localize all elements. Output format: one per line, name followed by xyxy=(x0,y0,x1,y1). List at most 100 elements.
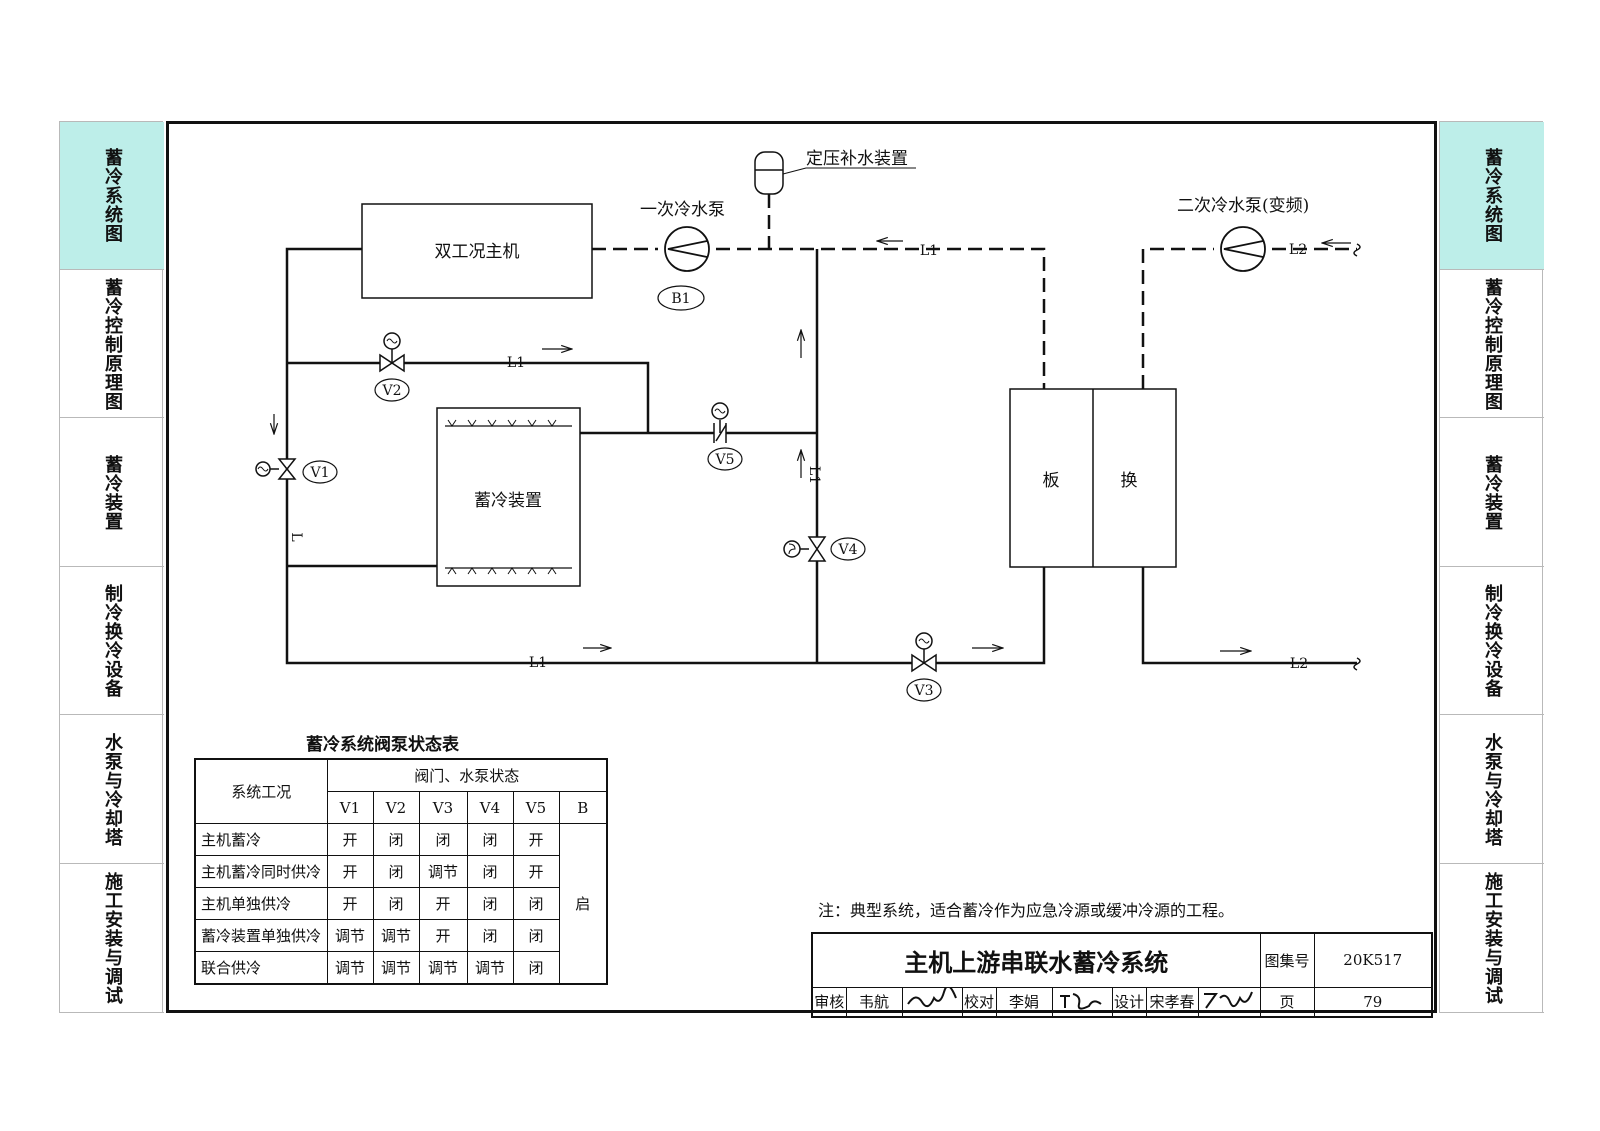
valve-v1-tag: V1 xyxy=(309,465,329,481)
line-label-l1-bottom: L1 xyxy=(529,655,547,671)
side-tab-4[interactable]: 制冷换冷设备 xyxy=(60,568,164,715)
line-label-l2-top: L2 xyxy=(1289,242,1307,258)
pressure-device-label: 定压补水装置 xyxy=(806,149,908,169)
side-tab-3[interactable]: 蓄冷装置 xyxy=(60,419,164,567)
side-tab-label: 蓄冷装置 xyxy=(102,454,123,531)
designer-signature xyxy=(1197,986,1261,1017)
state-cell: 闭 xyxy=(512,951,560,985)
col-header: V1 xyxy=(326,791,374,824)
secondary-pump-label: 二次冷水泵(变频) xyxy=(1177,196,1309,216)
atlas-number: 20K517 xyxy=(1313,932,1433,988)
state-cell: 闭 xyxy=(466,823,514,856)
side-tab-label: 蓄冷系统图 xyxy=(102,148,123,243)
side-tab-label: 水泵与冷却塔 xyxy=(1482,732,1503,847)
valve-v2-tag: V2 xyxy=(381,383,401,399)
state-cell: 闭 xyxy=(466,855,514,888)
primary-pump-label: 一次冷水泵 xyxy=(640,200,725,220)
side-tab-1[interactable]: 蓄冷系统图 xyxy=(1440,122,1544,270)
side-tab-5[interactable]: 水泵与冷却塔 xyxy=(1440,716,1544,864)
designer-name: 宋孝春 xyxy=(1145,986,1199,1017)
secondary-pump-icon xyxy=(1220,226,1266,272)
state-cell: 闭 xyxy=(372,823,420,856)
state-cell: 闭 xyxy=(466,887,514,920)
col-header: B xyxy=(558,791,608,824)
main-unit-box xyxy=(361,203,593,299)
state-table-title: 蓄冷系统阀泵状态表 xyxy=(306,735,459,755)
state-cell: 调节 xyxy=(372,951,420,985)
table-row: 主机单独供冷开闭开闭闭 xyxy=(194,887,607,920)
side-tab-4[interactable]: 制冷换冷设备 xyxy=(1440,568,1544,715)
state-cell: 闭 xyxy=(466,919,514,952)
checker-name: 李娟 xyxy=(995,986,1053,1017)
line-label-l2-bottom: L2 xyxy=(1290,656,1308,672)
checker-signature xyxy=(1051,986,1113,1017)
side-tab-6[interactable]: 施工安装与调试 xyxy=(60,865,164,1013)
table-row: 主机蓄冷同时供冷开闭调节闭开 xyxy=(194,855,607,888)
side-tab-3[interactable]: 蓄冷装置 xyxy=(1440,419,1544,567)
line-label-l1-vertical: L1 xyxy=(806,466,822,484)
row-mode: 蓄冷装置单独供冷 xyxy=(194,919,328,952)
state-cell: 闭 xyxy=(512,887,560,920)
state-cell: 开 xyxy=(418,887,468,920)
side-tab-6[interactable]: 施工安装与调试 xyxy=(1440,865,1544,1013)
check-label: 校对 xyxy=(961,986,997,1017)
side-tab-label: 施工安装与调试 xyxy=(102,872,123,1005)
state-cell: 调节 xyxy=(418,951,468,985)
state-cell: 开 xyxy=(512,855,560,888)
state-cell: 闭 xyxy=(418,823,468,856)
side-tab-2[interactable]: 蓄冷控制原理图 xyxy=(60,271,164,418)
side-tab-1[interactable]: 蓄冷系统图 xyxy=(60,122,164,270)
state-cell: 闭 xyxy=(512,919,560,952)
drawing-title: 主机上游串联水蓄冷系统 xyxy=(811,932,1261,988)
valve-v4-icon xyxy=(783,536,827,562)
row-mode: 主机蓄冷 xyxy=(194,823,328,856)
tank-diffuser-marks xyxy=(447,419,557,575)
state-cell: 调节 xyxy=(326,919,374,952)
state-cell: 闭 xyxy=(372,887,420,920)
state-cell: 调节 xyxy=(418,855,468,888)
hx-right-label: 换 xyxy=(1121,471,1138,491)
page-label: 页 xyxy=(1259,986,1315,1017)
state-cell: 调节 xyxy=(466,951,514,985)
row-mode: 主机蓄冷同时供冷 xyxy=(194,855,328,888)
valve-v3-icon xyxy=(911,632,937,673)
table-row: 联合供冷调节调节调节调节闭 xyxy=(194,951,607,985)
pressure-device-icon xyxy=(754,151,784,195)
row-mode: 主机单独供冷 xyxy=(194,887,328,920)
state-cell: 开 xyxy=(326,887,374,920)
side-tab-label: 蓄冷装置 xyxy=(1482,454,1503,531)
hx-left-label: 板 xyxy=(1043,471,1060,491)
pump-b-state: 启 xyxy=(558,823,608,985)
col-header: V2 xyxy=(372,791,420,824)
side-tab-label: 蓄冷系统图 xyxy=(1482,148,1503,243)
valve-v5-tag: V5 xyxy=(714,452,734,468)
state-cell: 开 xyxy=(512,823,560,856)
storage-label: 蓄冷装置 xyxy=(474,491,542,511)
table-row: 蓄冷装置单独供冷调节调节开闭闭 xyxy=(194,919,607,952)
storage-tank-box xyxy=(436,407,581,587)
main-unit-label: 双工况主机 xyxy=(435,242,520,262)
col-header: V3 xyxy=(418,791,468,824)
state-cell: 开 xyxy=(418,919,468,952)
side-tab-label: 施工安装与调试 xyxy=(1482,872,1503,1005)
page-number: 79 xyxy=(1313,986,1433,1017)
valve-v3-tag: V3 xyxy=(913,683,933,699)
valve-v2-icon xyxy=(379,332,405,373)
col-header: V5 xyxy=(512,791,560,824)
side-tab-label: 制冷换冷设备 xyxy=(1482,584,1503,698)
side-tab-label: 蓄冷控制原理图 xyxy=(102,277,123,411)
atlas-label: 图集号 xyxy=(1259,932,1315,988)
line-label-l-left: L xyxy=(288,532,304,541)
line-label-l1-branch: L1 xyxy=(507,355,525,371)
drawing-frame xyxy=(166,121,1437,1013)
primary-pump-tag: B1 xyxy=(671,291,690,307)
side-tab-5[interactable]: 水泵与冷却塔 xyxy=(60,716,164,864)
design-label: 设计 xyxy=(1111,986,1147,1017)
pipe-left-riser xyxy=(285,247,817,665)
side-tab-2[interactable]: 蓄冷控制原理图 xyxy=(1440,271,1544,418)
col-header: V4 xyxy=(466,791,514,824)
reviewer-name: 韦航 xyxy=(845,986,903,1017)
reviewer-signature xyxy=(901,984,963,1017)
